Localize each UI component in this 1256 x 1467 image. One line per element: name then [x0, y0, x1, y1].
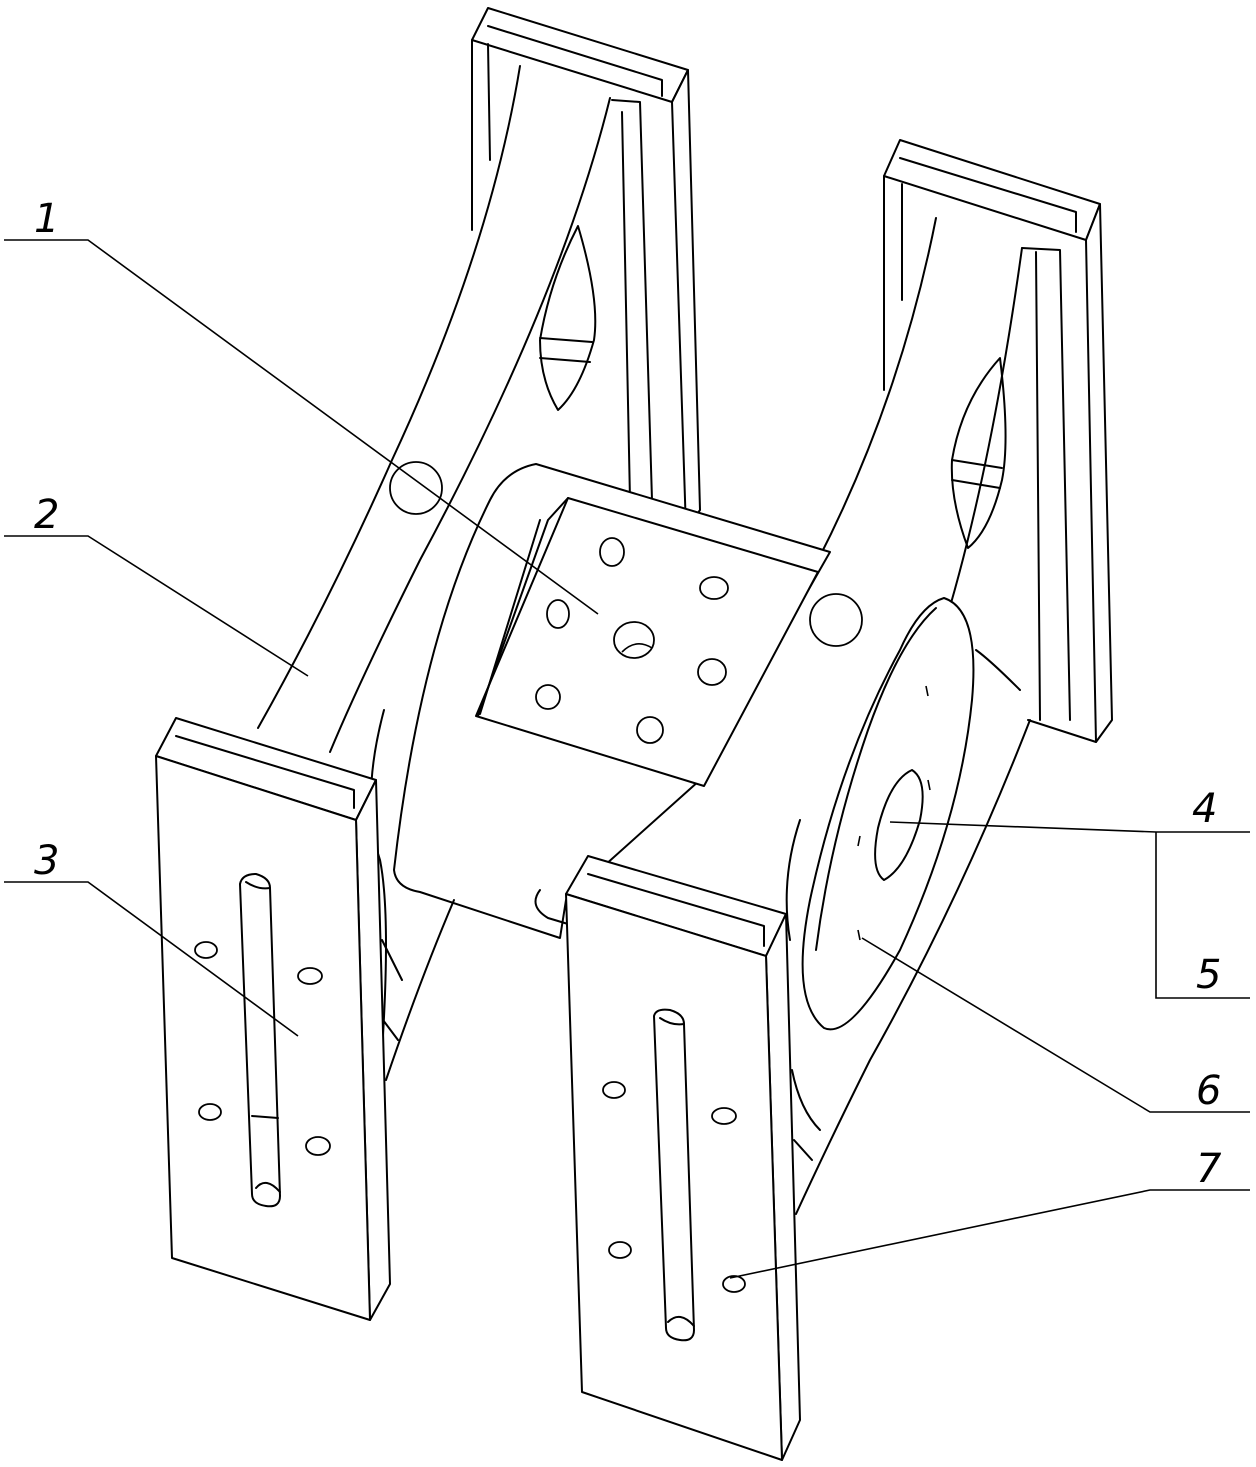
- front-right-foot-plate: [566, 856, 800, 1460]
- arm-hole-right: [810, 594, 862, 646]
- callout-7: 7: [1196, 1146, 1222, 1192]
- callout-1: 1: [34, 196, 59, 242]
- callout-3: 3: [34, 838, 59, 884]
- leader-7: [730, 1190, 1250, 1278]
- front-left-foot-plate: [156, 718, 390, 1320]
- callout-2: 2: [34, 492, 59, 538]
- leader-2: [4, 536, 308, 676]
- callout-6: 6: [1196, 1068, 1221, 1114]
- callout-5: 5: [1196, 952, 1221, 998]
- arm-hole-left: [390, 462, 442, 514]
- round-flange-plate: [803, 598, 974, 1029]
- callout-4: 4: [1192, 786, 1217, 832]
